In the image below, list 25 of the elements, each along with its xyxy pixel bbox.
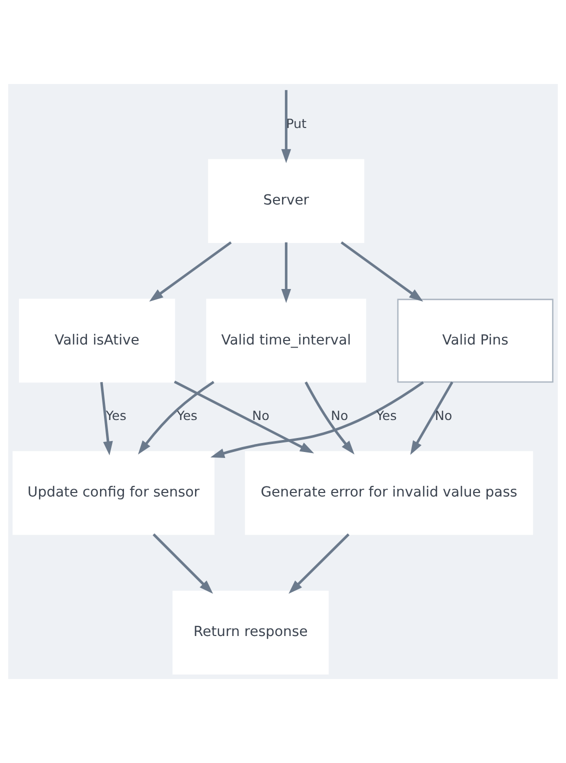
edge-label: No xyxy=(252,408,270,424)
edge-label: No xyxy=(434,408,452,424)
node-box: Update config for sensor xyxy=(12,451,214,535)
node-box: Valid Pins xyxy=(397,298,554,383)
arrow xyxy=(281,242,292,303)
edge-label: Yes xyxy=(176,408,198,424)
arrow xyxy=(138,380,214,454)
arrow xyxy=(152,533,214,594)
edge-label: Yes xyxy=(106,408,126,424)
arrow xyxy=(210,381,424,458)
arrow xyxy=(340,241,424,302)
edge-label: Yes xyxy=(376,408,397,424)
node-box: Generate error for invalid value pass xyxy=(244,451,534,535)
arrow xyxy=(174,380,314,454)
arrow xyxy=(149,241,232,302)
arrow xyxy=(281,90,292,164)
node-box: Valid time_interval xyxy=(206,298,366,383)
node-box: Server xyxy=(208,159,364,243)
arrow xyxy=(410,381,454,455)
node-box: Return response xyxy=(172,590,329,675)
node-box: Valid isAtive xyxy=(18,298,176,383)
arrow xyxy=(304,382,354,455)
edge-label: No xyxy=(330,408,348,424)
arrow xyxy=(288,533,350,594)
arrow xyxy=(100,382,113,456)
